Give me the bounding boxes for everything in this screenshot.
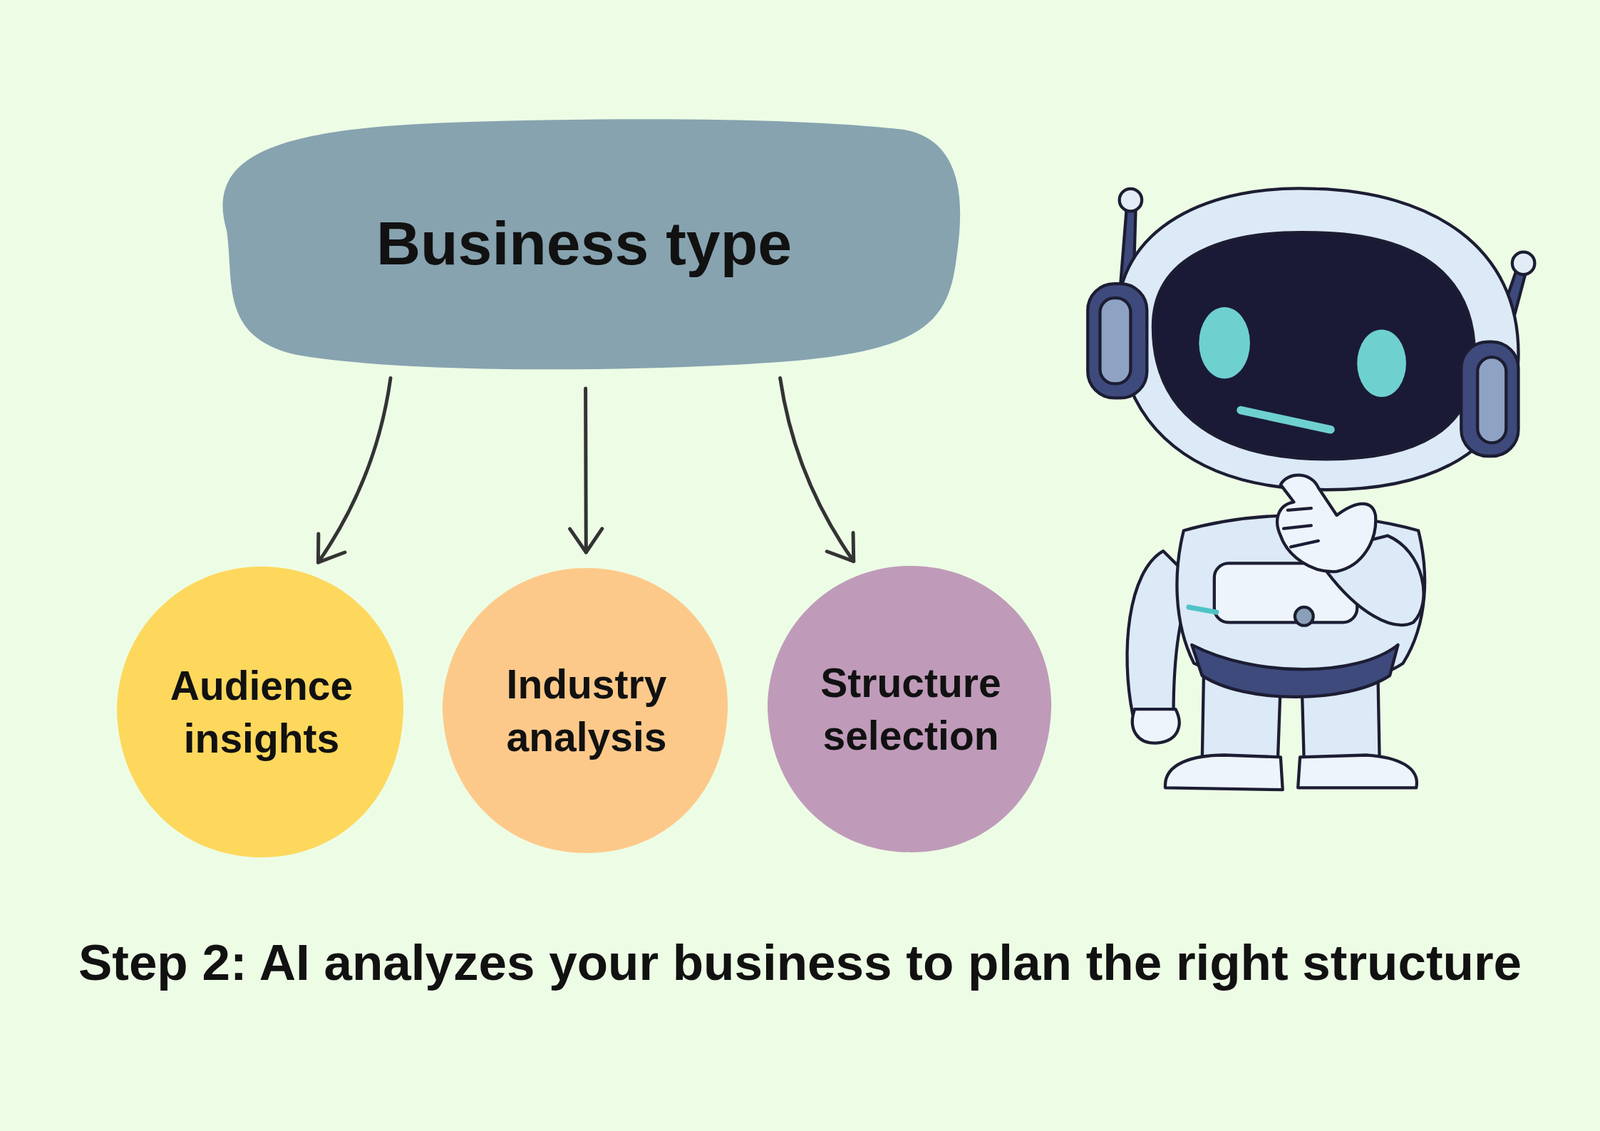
category-blob: Business type [203,114,965,373]
arrow-connector [570,388,603,553]
circle-outline [116,566,407,858]
node-label: Audience insights [147,659,376,765]
circle-outline [767,565,1055,853]
caption: Step 2: AI analyzes your business to pla… [21,919,1579,1007]
arrow-head [570,528,603,553]
arrow-head [826,533,854,562]
arrow-connector [780,377,854,561]
topic-circle: Structure selection [767,565,1055,853]
node-label: Structure selection [796,656,1025,762]
circle-outline [442,568,731,854]
node-label: Industry analysis [472,657,701,764]
arrow-head [317,533,345,563]
topic-circle: Audience insights [116,566,407,858]
topic-circle: Industry analysis [442,568,731,854]
arrow-connector [317,377,391,563]
node-label: Business type [376,203,792,284]
